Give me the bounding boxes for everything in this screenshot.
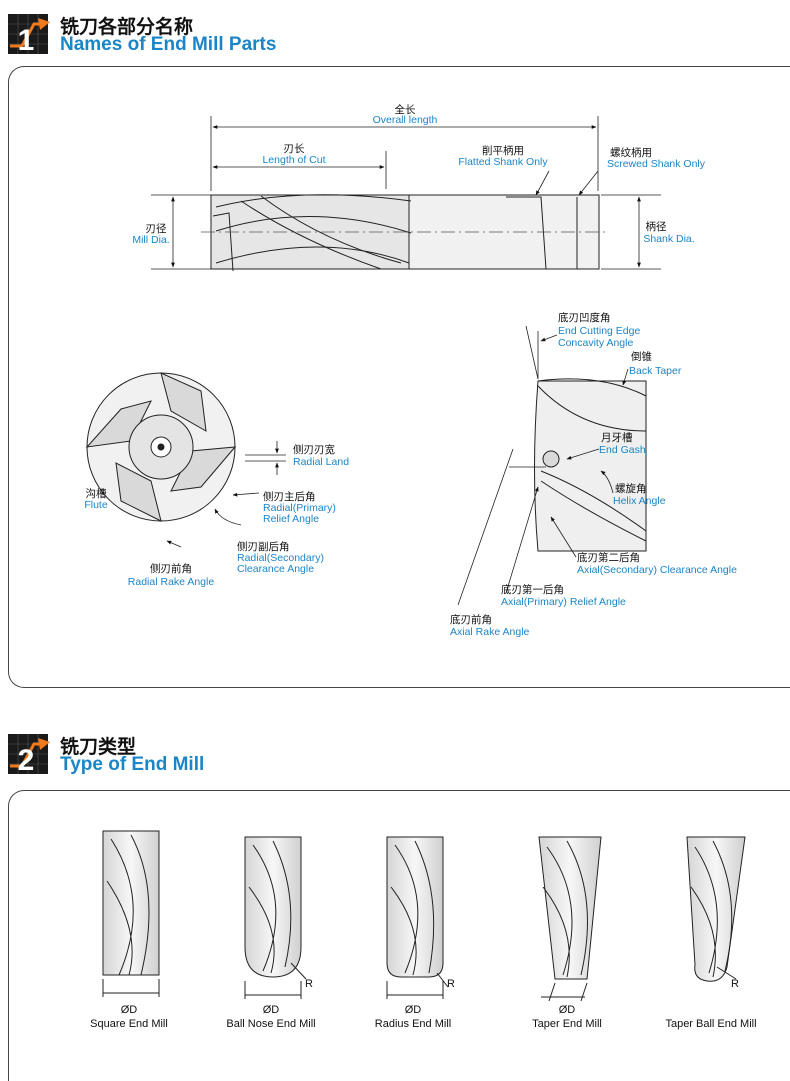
section-1-title-cn: 铣刀各部分名称 (60, 16, 194, 38)
axial-secondary-label-en: Axial(Secondary) Clearance Angle (577, 564, 737, 576)
square-end-mill-label: Square End Mill (90, 1018, 168, 1030)
radius-end-mill-drawing (386, 836, 449, 999)
svg-text:2: 2 (18, 744, 35, 776)
dimension-lines (151, 116, 661, 270)
flatted-shank-label-en: Flatted Shank Only (458, 156, 548, 168)
concavity-label-en2: Concavity Angle (558, 337, 633, 349)
end-mill-end-detail (534, 378, 647, 552)
radial-secondary-label-cn: 侧刃副后角 (237, 540, 290, 553)
axial-rake-label-cn: 底刃前角 (450, 613, 492, 626)
end-mill-cross-section (85, 372, 237, 522)
ball-nose-end-mill-drawing (244, 836, 307, 999)
back-taper-label-en: Back Taper (629, 365, 682, 377)
radius-end-mill-label: Radius End Mill (375, 1018, 451, 1030)
radial-land-label-en: Radial Land (293, 456, 349, 468)
taper-ball-end-mill-drawing (686, 836, 746, 982)
svg-text:1: 1 (18, 24, 35, 56)
mill-dia-label-cn: 刃径 (146, 222, 167, 235)
overall-length-label-cn: 全长 (395, 103, 416, 116)
taper-dia-symbol: ØD (559, 1004, 576, 1016)
radial-primary-label-en2: Relief Angle (263, 513, 319, 525)
ball-nose-radius-symbol: R (305, 978, 313, 990)
radial-rake-label-cn: 侧刃前角 (150, 562, 192, 575)
flute-label-cn: 沟槽 (86, 487, 107, 500)
square-dia-symbol: ØD (121, 1004, 138, 1016)
taper-end-mill-label: Taper End Mill (532, 1018, 602, 1030)
axial-rake-label-en: Axial Rake Angle (450, 626, 530, 638)
concavity-label-cn: 底刃凹度角 (558, 311, 611, 324)
square-end-mill-drawing (102, 830, 160, 997)
section-2-title-cn: 铣刀类型 (60, 736, 137, 758)
overall-length-label-en: Overall length (373, 114, 438, 126)
radial-primary-label-cn: 侧刃主后角 (263, 490, 316, 503)
end-mill-parts-diagram: 全长 Overall length 刃长 Length of Cut 削平柄用 … (84, 103, 737, 638)
taper-ball-radius-symbol: R (731, 978, 739, 990)
length-of-cut-label-en: Length of Cut (262, 154, 325, 166)
concavity-label-en1: End Cutting Edge (558, 325, 640, 337)
section-1-title-en: Names of End Mill Parts (60, 34, 277, 55)
flatted-shank-label-cn: 削平柄用 (482, 144, 524, 157)
end-mill-side-view (201, 194, 606, 272)
section-1-badge-icon: 1 (8, 14, 50, 56)
helix-label-cn: 螺旋角 (615, 482, 647, 495)
end-mill-types-diagram: ØD ØD ØD ØD R R R Square End Mill Ball N… (90, 830, 757, 1030)
radial-land-label-cn: 侧刃刃宽 (293, 443, 335, 456)
radial-rake-label-en: Radial Rake Angle (128, 576, 215, 588)
length-of-cut-label-cn: 刃长 (284, 143, 305, 155)
helix-label-en: Helix Angle (613, 495, 666, 507)
end-mill-parts-panel: 全长 Overall length 刃长 Length of Cut 削平柄用 … (8, 66, 790, 688)
end-mill-types-panel: ØD ØD ØD ØD R R R Square End Mill Ball N… (8, 790, 790, 1081)
radius-radius-symbol: R (447, 978, 455, 990)
axial-primary-label-en: Axial(Primary) Relief Angle (501, 596, 626, 608)
radial-primary-label-en1: Radial(Primary) (263, 502, 336, 514)
section-2-title-en: Type of End Mill (60, 754, 205, 775)
taper-end-mill-drawing (538, 836, 602, 1002)
ball-nose-end-mill-label: Ball Nose End Mill (226, 1018, 315, 1030)
flute-label-en: Flute (84, 499, 108, 511)
radial-secondary-label-en2: Clearance Angle (237, 563, 314, 575)
end-gash-label-en: End Gash (599, 444, 646, 456)
radial-secondary-label-en1: Radial(Secondary) (237, 552, 324, 564)
axial-secondary-label-cn: 底刃第二后角 (577, 551, 640, 564)
screwed-shank-label-cn: 螺纹柄用 (610, 146, 652, 159)
end-gash-label-cn: 月牙槽 (601, 432, 633, 444)
screwed-shank-label-en: Screwed Shank Only (607, 158, 706, 170)
radius-dia-symbol: ØD (405, 1004, 422, 1016)
taper-ball-end-mill-label: Taper Ball End Mill (665, 1018, 756, 1030)
section-2-badge-icon: 2 (8, 734, 50, 776)
mill-dia-label-en: Mill Dia. (132, 234, 169, 246)
shank-dia-label-cn: 柄径 (646, 220, 667, 233)
ball-nose-dia-symbol: ØD (263, 1004, 280, 1016)
axial-primary-label-cn: 底刃第一后角 (501, 583, 564, 596)
shank-dia-label-en: Shank Dia. (643, 233, 694, 245)
back-taper-label-cn: 倒锥 (631, 351, 652, 363)
